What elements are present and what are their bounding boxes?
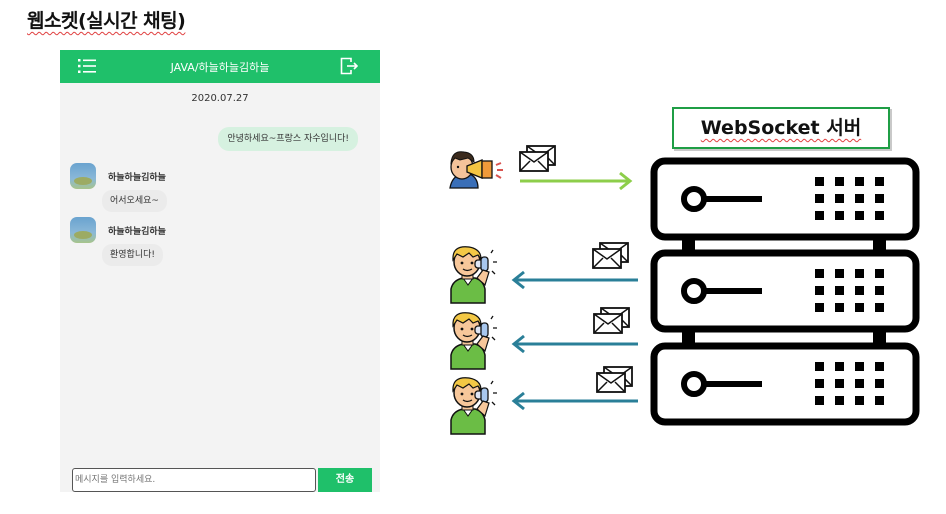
sender-name: 하늘하늘김하늘 [108,227,166,237]
mail-icon [597,367,632,392]
mail-icon [594,308,629,333]
chat-room-title: JAVA/하늘하늘김하늘 [170,61,270,74]
chat-date: 2020.07.27 [191,93,249,104]
server-rack-icon [654,161,916,422]
send-arrow [520,171,633,191]
listening-user-icon [450,312,498,370]
receive-arrow [511,391,638,411]
slide-title: 웹소켓(실시간 채팅) [27,10,186,32]
message-input[interactable] [72,468,316,492]
server-label: WebSocket 서버 [672,107,890,149]
listening-user-icon [450,246,498,304]
listening-user-icon [450,377,498,435]
sender-name: 하늘하늘김하늘 [108,173,166,183]
mail-icon [593,243,628,268]
send-button[interactable]: 전송 [318,468,372,492]
other-message-bubble: 환영합니다! [102,244,164,266]
avatar [70,163,96,189]
chat-window: JAVA/하늘하늘김하늘 2020.07.27 안녕하세요~프랑스 자수입니다!… [60,50,380,492]
megaphone-user-icon [449,151,503,189]
my-message-bubble: 안녕하세요~프랑스 자수입니다! [218,127,358,151]
chat-header: JAVA/하늘하늘김하늘 [60,50,380,83]
mail-icon [520,146,555,171]
receive-arrow [511,270,638,290]
exit-icon[interactable] [340,57,358,75]
receive-arrow [511,334,638,354]
avatar [70,217,96,243]
other-message-bubble: 어서오세요~ [102,190,167,212]
list-menu-icon[interactable] [78,58,96,74]
